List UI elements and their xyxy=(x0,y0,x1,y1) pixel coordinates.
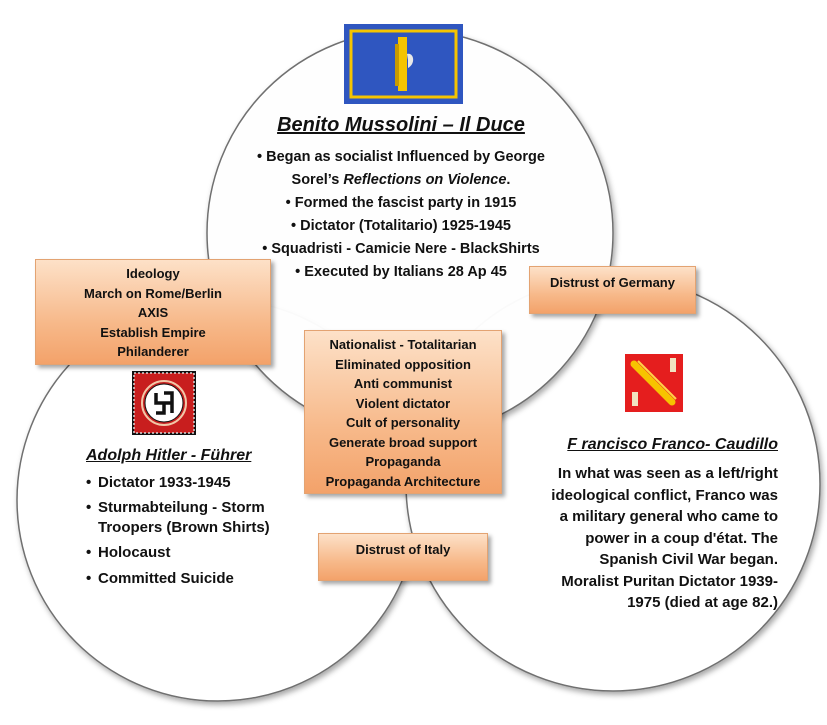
hitler-franco-overlap-box: Distrust of Italy xyxy=(318,533,488,581)
franco-title: F rancisco Franco- Caudillo xyxy=(567,436,778,453)
mussolini-section: Benito Mussolini – Il Duce • Began as so… xyxy=(216,112,586,284)
mussolini-bullet-3: • Dictator (Totalitario) 1925-1945 xyxy=(291,218,511,234)
hitler-title: Adolph Hitler - Führer xyxy=(86,447,252,464)
mussolini-bullet-2: • Formed the fascist party in 1915 xyxy=(285,195,517,211)
fascist-italy-flag xyxy=(344,24,463,104)
mussolini-title: Benito Mussolini – Il Duce xyxy=(277,114,525,136)
mussolini-bullet-5: • Executed by Italians 28 Ap 45 xyxy=(295,264,507,280)
mussolini-franco-overlap-box: Distrust of Germany xyxy=(529,266,696,314)
franco-section: F rancisco Franco- Caudillo In what was … xyxy=(520,434,778,614)
franco-description: In what was seen as a left/right ideolog… xyxy=(551,465,778,611)
mussolini-bullet-1-cont: Sorel’s Reflections on Violence. xyxy=(291,172,511,188)
hitler-bullet-list: •Dictator 1933-1945 •Sturmabteilung - St… xyxy=(86,471,326,591)
hitler-bullet: •Committed Suicide xyxy=(86,570,234,587)
hitler-bullet: •Dictator 1933-1945 xyxy=(86,474,231,491)
center-overlap-box: Nationalist - Totalitarian Eliminated op… xyxy=(304,330,502,494)
nazi-standard-flag xyxy=(132,371,196,435)
hitler-bullet: •Sturmabteilung - Storm xyxy=(86,499,265,516)
hitler-bullet: •Holocaust xyxy=(86,544,171,561)
mussolini-bullet-1: • Began as socialist Influenced by Georg… xyxy=(257,149,545,165)
hitler-mussolini-overlap-box: Ideology March on Rome/Berlin AXIS Estab… xyxy=(35,259,271,365)
mussolini-bullet-4: • Squadristi - Camicie Nere - BlackShirt… xyxy=(262,241,540,257)
hitler-bullet-cont: Troopers (Brown Shirts) xyxy=(98,519,270,536)
spanish-nationalist-flag xyxy=(625,354,683,412)
hitler-section: Adolph Hitler - Führer •Dictator 1933-19… xyxy=(86,445,326,591)
